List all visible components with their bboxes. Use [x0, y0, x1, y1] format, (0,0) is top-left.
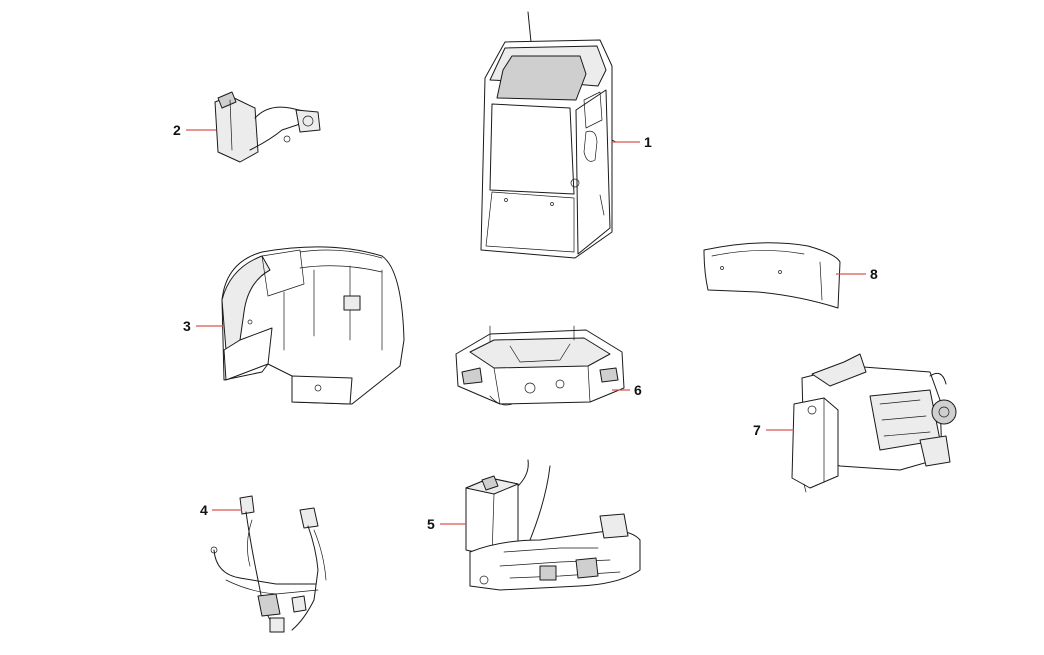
callout-7-label: 7 [753, 422, 761, 438]
callout-6-label: 6 [634, 382, 642, 398]
part-1-cab[interactable] [480, 11, 640, 259]
part-7-engine-assembly[interactable] [766, 353, 957, 493]
callout-2-label: 2 [173, 122, 181, 138]
part-4-wiring-harness[interactable] [210, 495, 327, 633]
part-8-curved-panel[interactable] [703, 242, 866, 309]
part-2-valve-assembly[interactable] [186, 91, 321, 163]
callout-1-label: 1 [644, 134, 652, 150]
callout-4-label: 4 [200, 502, 208, 518]
callout-8-label: 8 [870, 266, 878, 282]
part-3-canopy-frame[interactable] [196, 246, 405, 405]
part-6-chassis-frame[interactable] [455, 325, 630, 406]
callout-3-label: 3 [183, 318, 191, 334]
callout-5-label: 5 [427, 516, 435, 532]
part-5-tank-hoses[interactable] [440, 459, 641, 591]
